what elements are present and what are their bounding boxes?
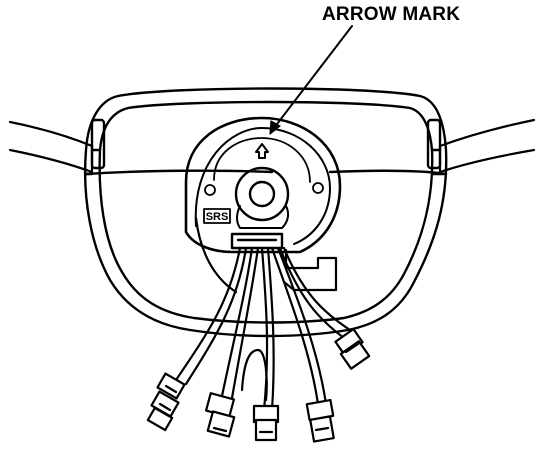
arrow-mark-icon xyxy=(255,143,269,159)
cable-reel xyxy=(184,116,342,254)
center-hub-outer xyxy=(234,166,290,222)
srs-label-text: SRS xyxy=(206,211,229,223)
arrow-mark-callout-label: ARROW MARK xyxy=(322,4,461,25)
column-cover-housing xyxy=(83,87,448,338)
connector-center xyxy=(252,404,280,442)
mounting-hole-right xyxy=(312,182,324,194)
callout-leader-arrow xyxy=(269,25,353,135)
connector-right xyxy=(334,328,371,370)
cable-reel-body xyxy=(184,116,342,254)
mounting-hole-left xyxy=(204,184,216,196)
srs-label-plate: SRS xyxy=(203,208,231,224)
center-hub-inner xyxy=(248,180,276,208)
connector-center-left xyxy=(204,392,236,438)
harness-junction-block xyxy=(230,232,284,250)
left-column-stalk xyxy=(8,120,94,174)
right-column-stalk xyxy=(438,118,536,174)
connector-right-center xyxy=(305,398,335,443)
wire-harness xyxy=(174,246,352,412)
connector-left xyxy=(146,372,186,432)
